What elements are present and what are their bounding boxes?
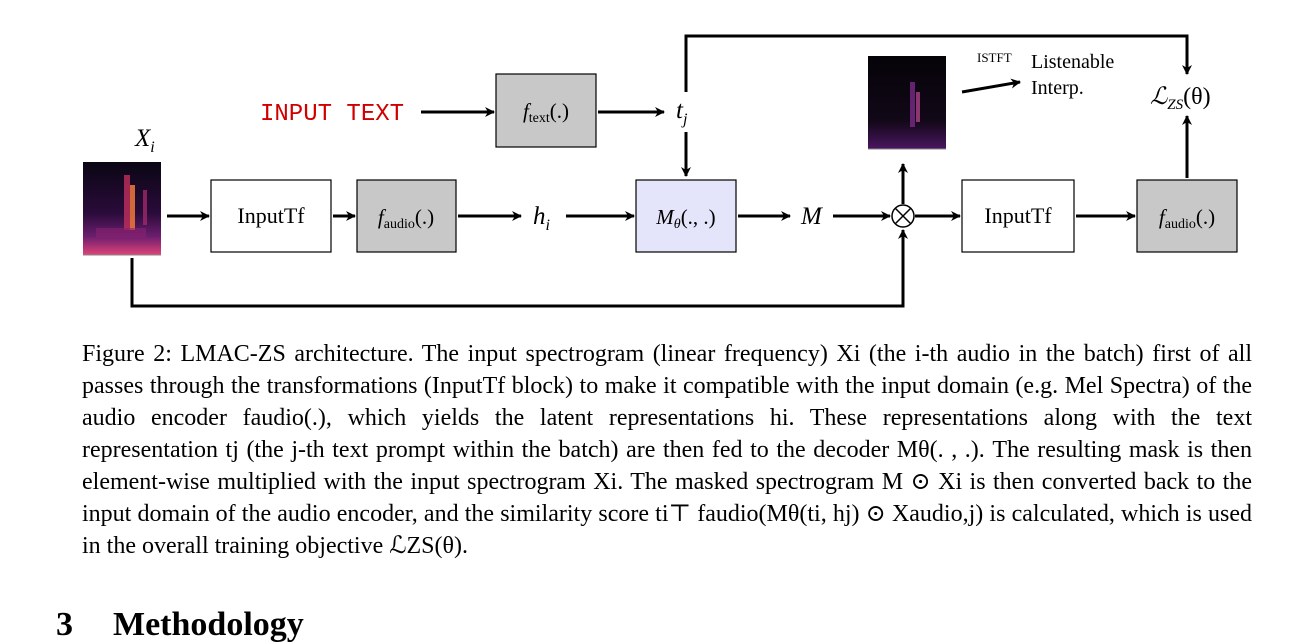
svg-text:Mθ(., .): Mθ(., .) xyxy=(655,205,715,232)
decoder-box: Mθ(., .) xyxy=(635,179,737,253)
istft-label: ISTFT xyxy=(977,50,1012,65)
svg-text:InputTf: InputTf xyxy=(237,203,305,228)
arrow-tj-to-loss xyxy=(684,34,1192,92)
architecture-diagram: Xi InputTf faudio(.) hi Mθ(., .) M xyxy=(83,34,1238,308)
input-spectrogram xyxy=(83,162,161,256)
h-i-label: hi xyxy=(533,203,550,234)
svg-text:InputTf: InputTf xyxy=(984,203,1052,228)
t-j-label: tj xyxy=(676,97,688,128)
masked-spectrogram xyxy=(868,56,946,150)
interp-label: Interp. xyxy=(1031,77,1084,99)
section-title: Methodology xyxy=(113,606,304,643)
inputtf-box-2: InputTf xyxy=(961,179,1075,253)
inputtf-box: InputTf xyxy=(210,179,332,253)
listenable-label: Listenable xyxy=(1031,51,1114,73)
m-label: M xyxy=(800,203,823,230)
svg-text:ftext(.): ftext(.) xyxy=(523,99,569,126)
x-i-label: Xi xyxy=(134,125,155,156)
figure-caption: Figure 2: LMAC-ZS architecture. The inpu… xyxy=(82,338,1252,562)
skip-connection-arrow xyxy=(130,229,908,308)
section-heading: 3 Methodology xyxy=(56,606,344,644)
svg-text:faudio(.): faudio(.) xyxy=(1159,205,1215,232)
loss-label: ℒZS(θ) xyxy=(1150,84,1211,113)
caption-text: Figure 2: LMAC-ZS architecture. The inpu… xyxy=(82,341,1252,559)
section-number: 3 xyxy=(56,606,73,643)
multiply-node xyxy=(891,204,915,228)
audio-encoder-box-2: faudio(.) xyxy=(1136,179,1238,253)
istft-arrow xyxy=(961,78,1021,94)
audio-encoder-box: faudio(.) xyxy=(356,179,457,253)
text-encoder-box: ftext(.) xyxy=(495,73,597,148)
input-text-label: INPUT TEXT xyxy=(260,101,404,128)
svg-text:faudio(.): faudio(.) xyxy=(378,205,434,232)
